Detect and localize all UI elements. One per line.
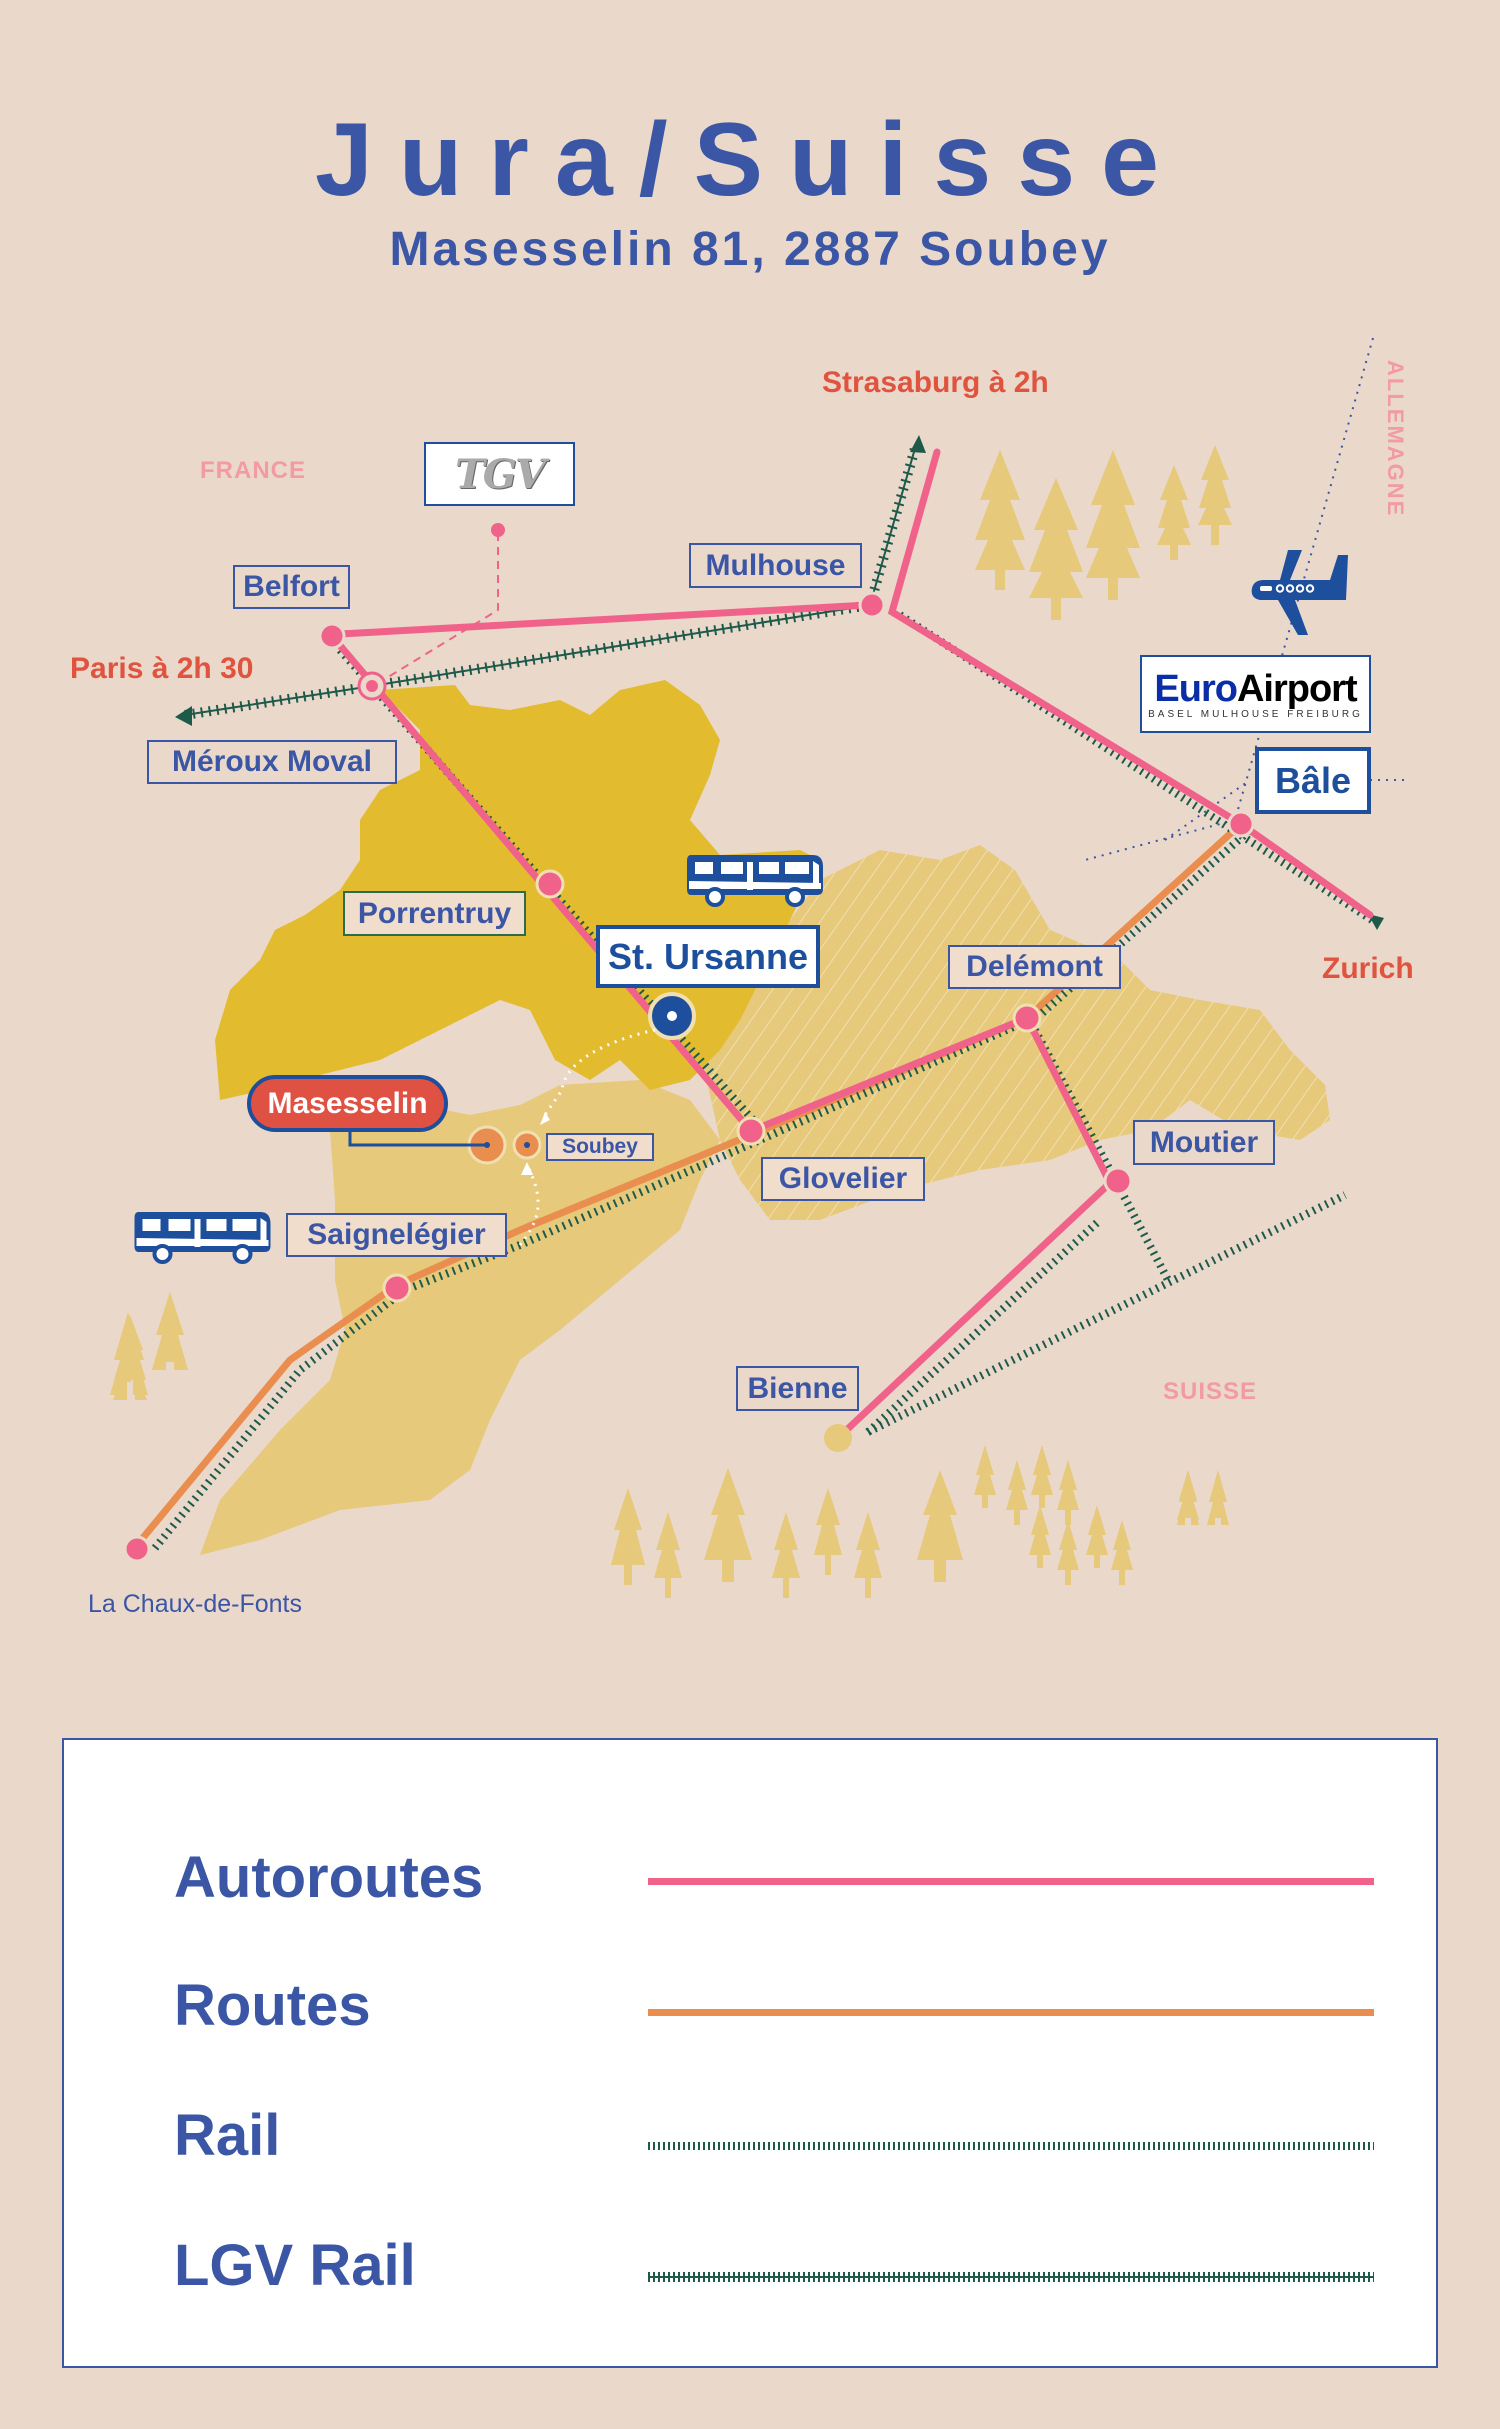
place-bienne: Bienne (736, 1366, 859, 1411)
legend-swatch-rail (648, 2142, 1374, 2150)
place-la-chaux-de-fonts: La Chaux-de-Fonts (88, 1590, 303, 1618)
tree-cluster-north (975, 445, 1232, 620)
plane-icon (1251, 550, 1348, 635)
place-porrentruy: Porrentruy (343, 891, 526, 936)
bus-icon (687, 855, 823, 907)
euroairport-logo: EuroAirport BASEL MULHOUSE FREIBURG (1140, 655, 1371, 733)
destination-zurich: Zurich (1322, 952, 1414, 985)
place-belfort: Belfort (233, 565, 350, 609)
place-meroux-moval: Méroux Moval (147, 740, 397, 784)
station-dots (123, 591, 1255, 1563)
country-allemagne: ALLEMAGNE (1383, 360, 1408, 518)
tgv-connector (379, 523, 505, 683)
map-canvas (110, 337, 1410, 1598)
place-mulhouse: Mulhouse (689, 543, 862, 588)
place-glovelier: Glovelier (761, 1157, 925, 1201)
country-france: FRANCE (200, 457, 306, 484)
address-subtitle: Masesselin 81, 2887 Soubey (389, 223, 1111, 276)
place-soubey: Soubey (546, 1133, 654, 1161)
place-st-ursanne: St. Ursanne (596, 925, 820, 988)
destination-paris: Paris à 2h 30 (70, 652, 254, 685)
place-bale: Bâle (1255, 747, 1371, 814)
legend-swatch-lgv-rail (648, 2272, 1374, 2282)
destination-strasburg: Strasaburg à 2h (822, 366, 1049, 399)
place-moutier: Moutier (1133, 1120, 1275, 1165)
legend-item-rail: Rail (174, 2096, 1374, 2176)
region-delemont (700, 845, 1330, 1220)
tree-cluster-west (110, 1292, 188, 1400)
tgv-logo: TGV (424, 442, 575, 506)
legend-swatch-autoroutes (648, 1878, 1374, 1885)
page-title: Jura/Suisse (315, 102, 1185, 218)
legend-item-lgv-rail: LGV Rail (174, 2226, 1374, 2306)
tree-cluster-south (611, 1445, 1229, 1598)
country-suisse: SUISSE (1163, 1378, 1258, 1405)
legend-item-routes: Routes (174, 1966, 1374, 2046)
place-delemont: Delémont (948, 945, 1121, 989)
place-saignelegier: Saignelégier (286, 1213, 507, 1257)
location-pin-masesselin: Masesselin (247, 1075, 448, 1132)
airport-dotted-lines (1084, 337, 1410, 861)
bus-icon (134, 1212, 271, 1264)
masesselin-leader (348, 1131, 487, 1147)
legend-panel: Autoroutes Routes Rail LGV Rail (62, 1738, 1438, 2368)
walking-paths (518, 1028, 656, 1246)
legend-swatch-routes (648, 2009, 1374, 2016)
legend-item-autoroutes: Autoroutes (174, 1838, 1374, 1918)
